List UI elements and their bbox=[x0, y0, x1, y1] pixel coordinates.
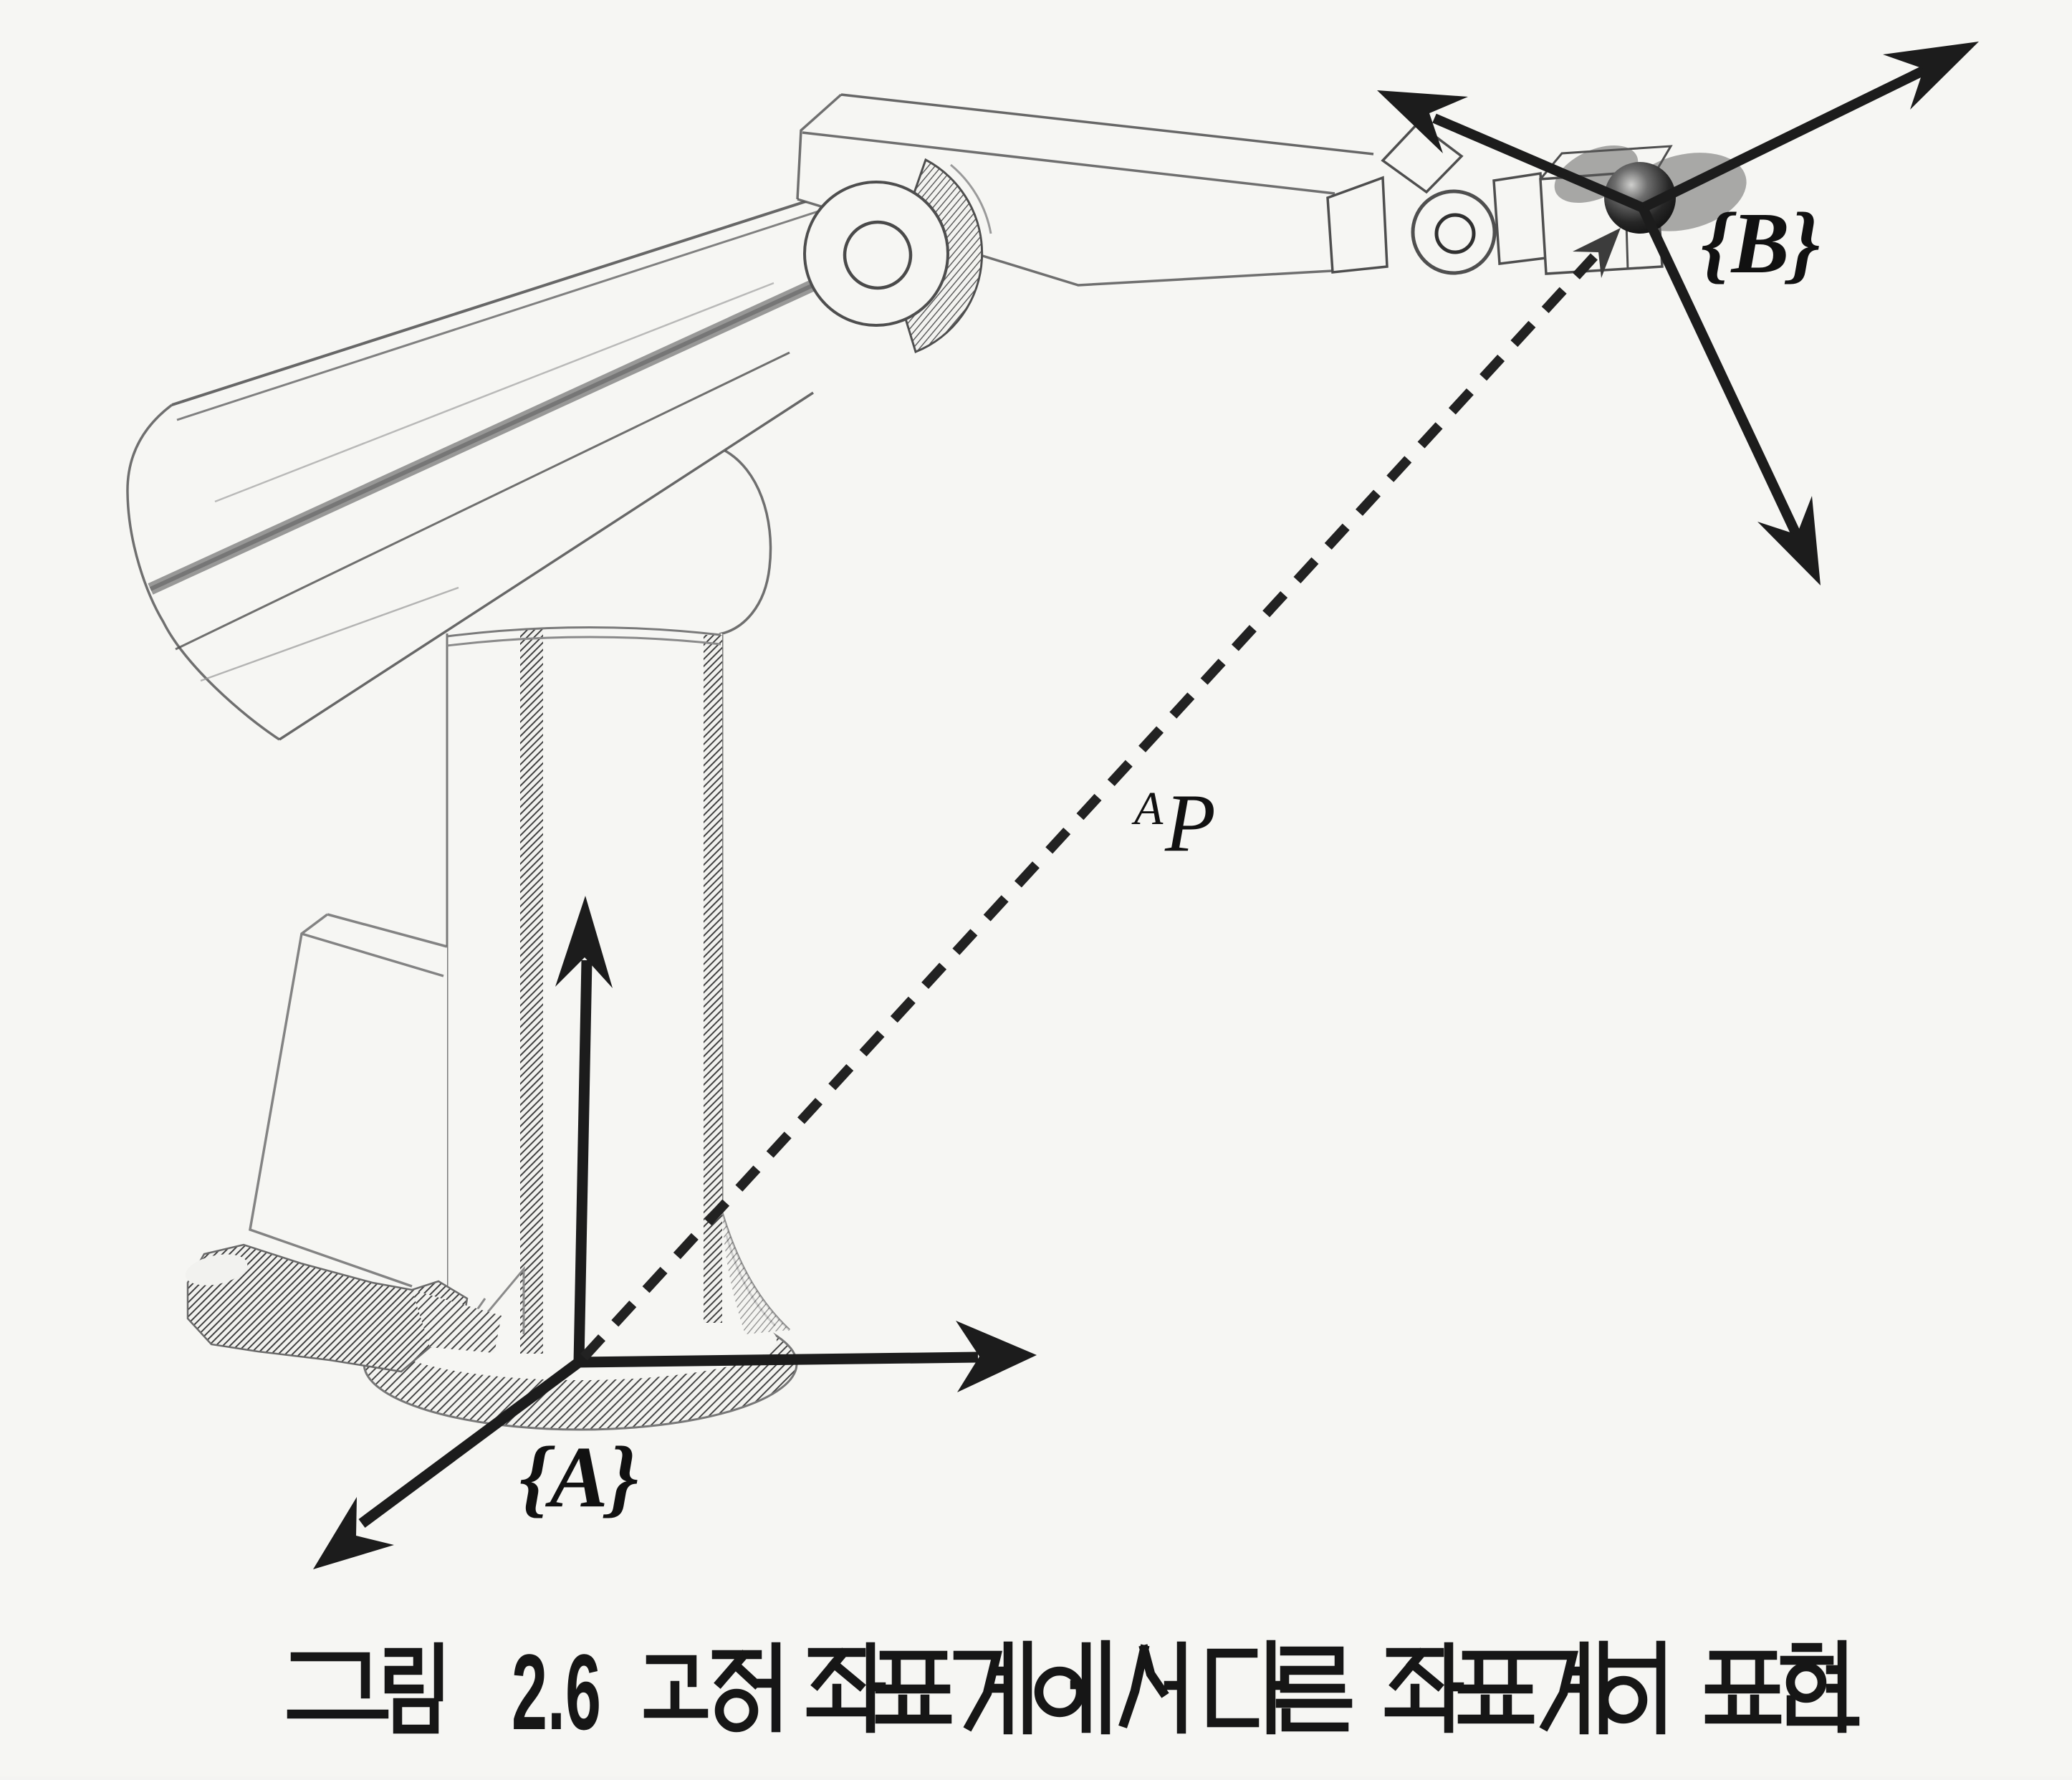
svg-text:{A}: {A} bbox=[519, 1429, 638, 1526]
svg-text:P: P bbox=[1164, 777, 1216, 869]
svg-text:A: A bbox=[1131, 783, 1164, 835]
svg-text:2.6: 2.6 bbox=[512, 1632, 601, 1752]
svg-text:{B}: {B} bbox=[1701, 195, 1820, 292]
